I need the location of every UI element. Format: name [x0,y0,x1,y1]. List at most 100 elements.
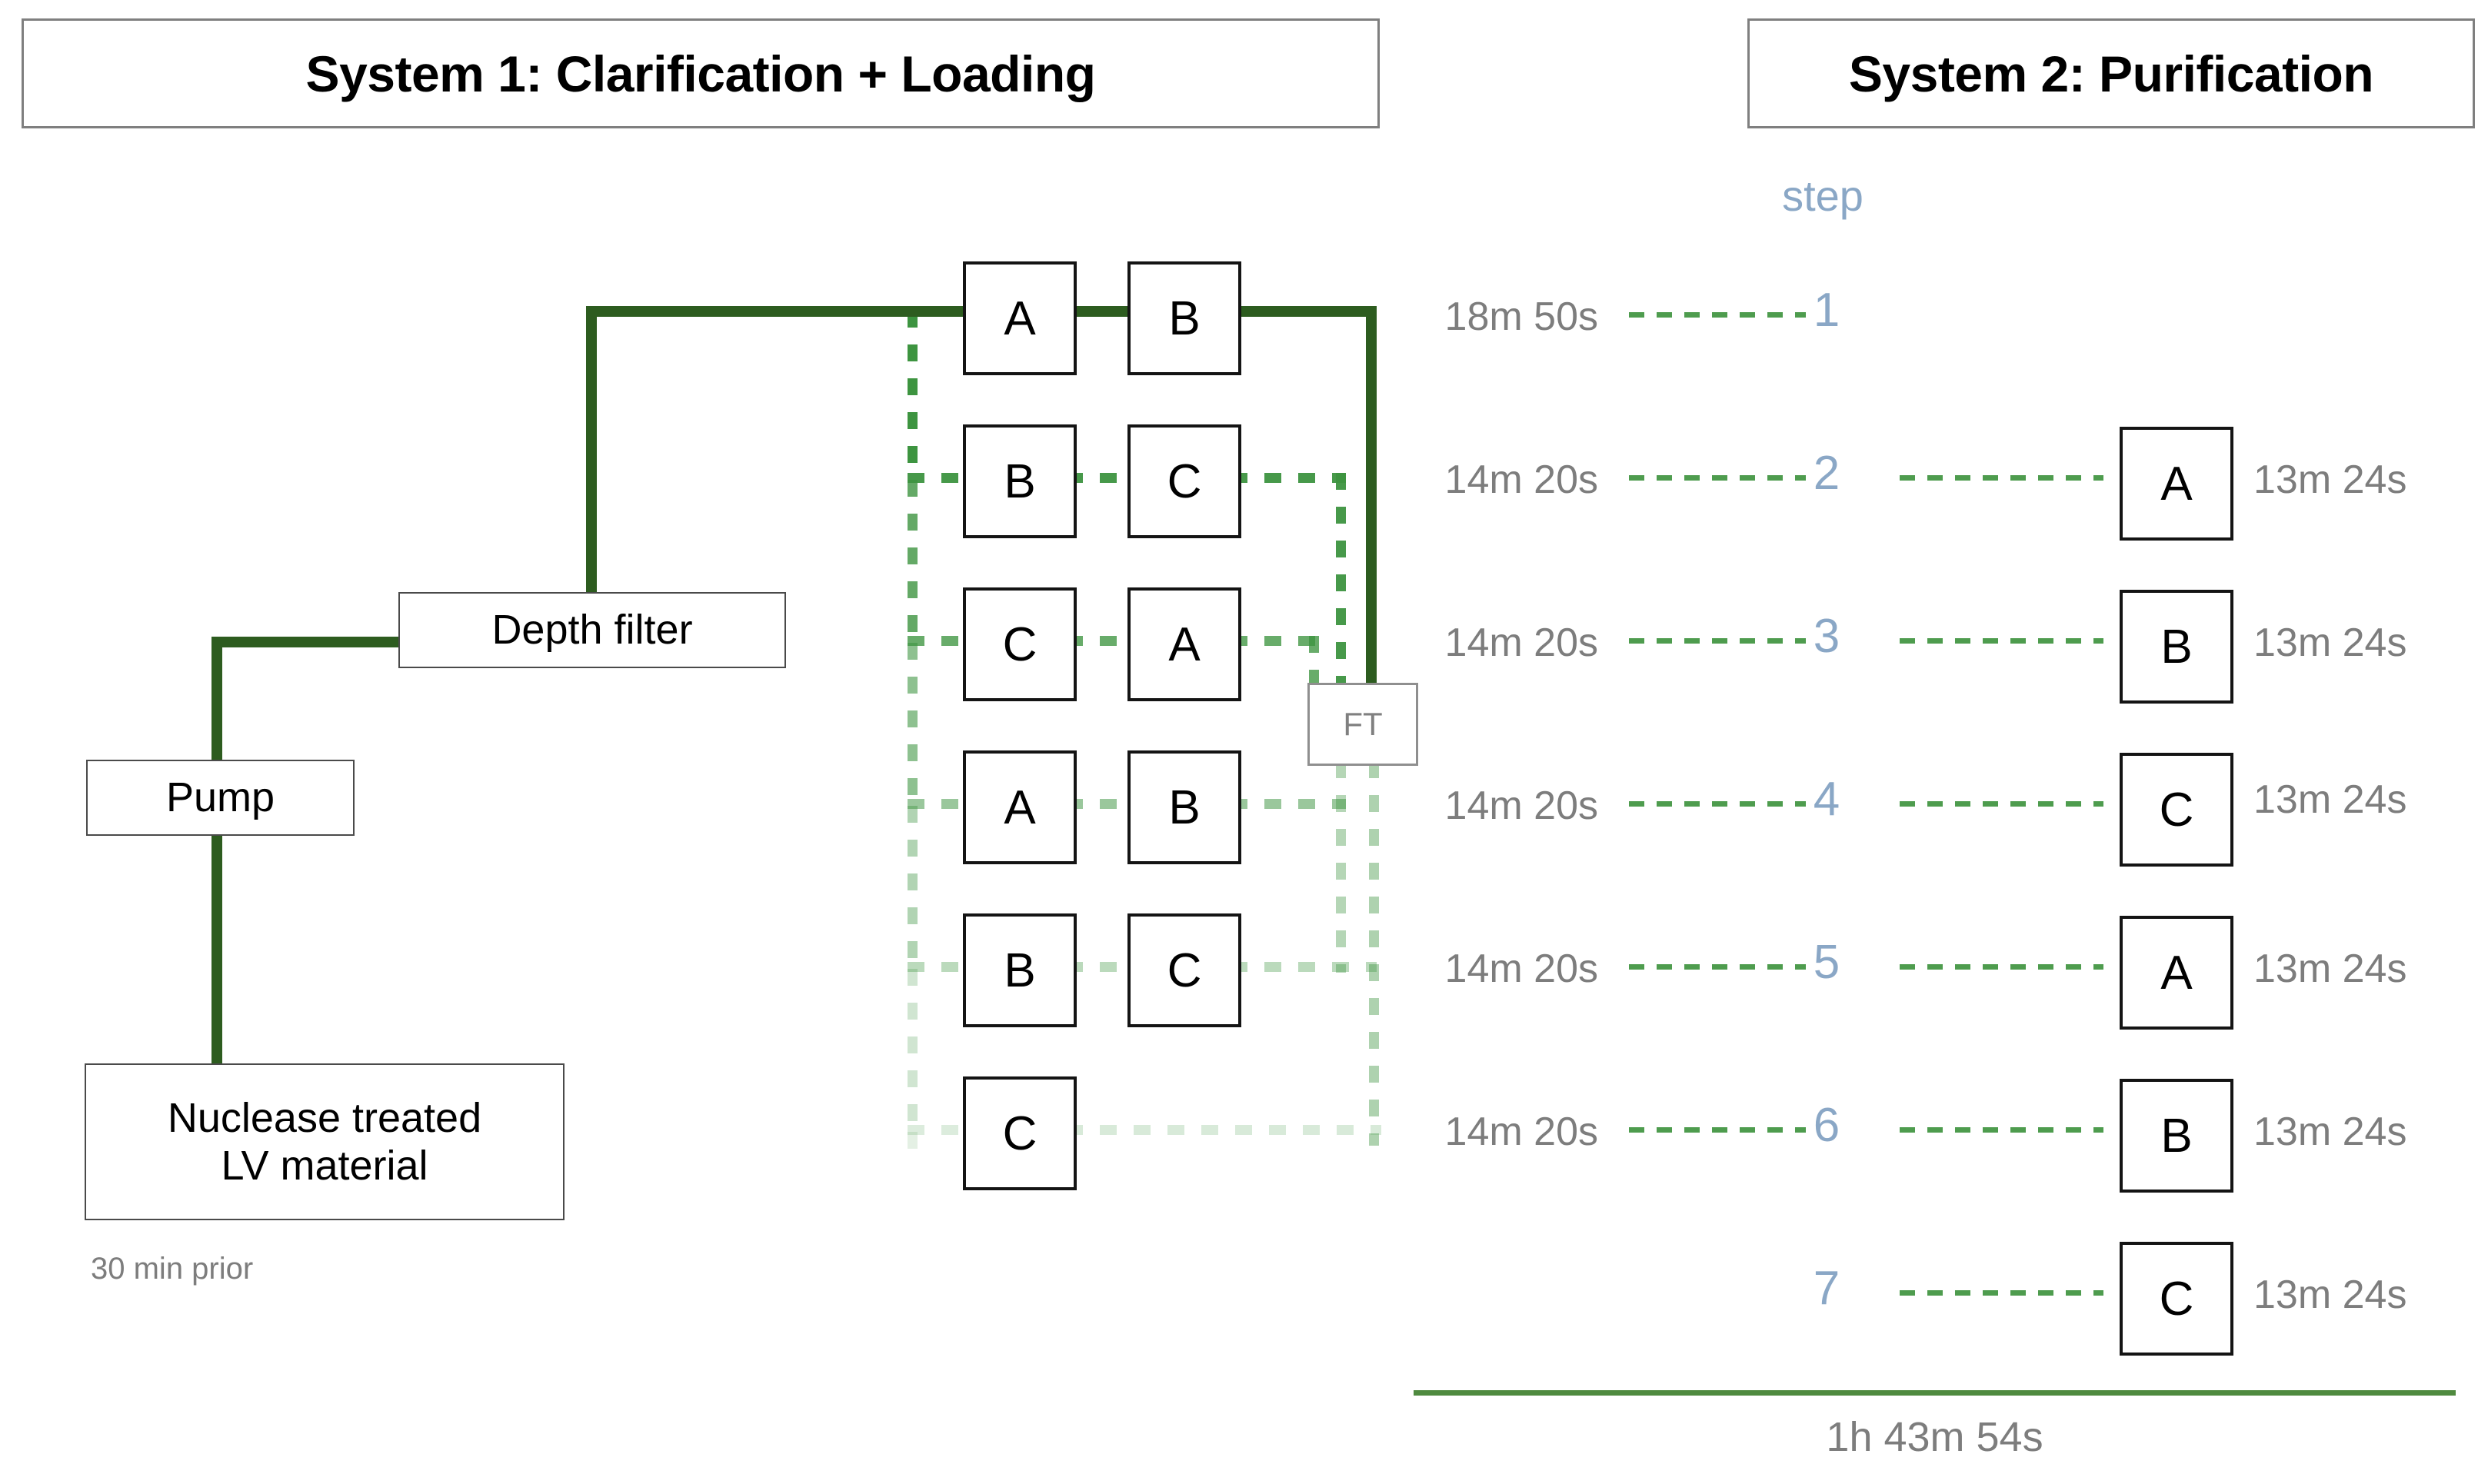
box-nuclease-material-label: Nuclease treated LV material [167,1094,482,1189]
purification-column-row7[interactable]: C [2120,1242,2233,1356]
box-nuclease-material[interactable]: Nuclease treated LV material [85,1063,565,1220]
flow-through-label: FT [1343,706,1383,742]
dash-step-column-row5 [1900,964,2103,970]
purification-column-label: A [2160,457,2193,511]
purification-column-label: C [2159,1272,2194,1326]
dotted-row6-left [908,1125,969,1135]
dotted-row4-mid [1066,799,1127,809]
dash-step-column-row2 [1900,475,2103,481]
dotted-row3-right [1231,636,1319,646]
dotted-row2-right [1231,473,1346,483]
dotted-row2-left [908,473,969,483]
column-box-label: C [1002,617,1037,671]
total-time-label: 1h 43m 54s [1826,1414,2043,1460]
dotted-row2-mid [1066,473,1127,483]
flow-through-box[interactable]: FT [1307,683,1418,766]
dash-load-step-row3 [1629,638,1806,644]
column-box-label: A [1004,780,1036,834]
dotted-row2-riser [1336,473,1346,688]
purify-time-row7: 13m 24s [2253,1273,2407,1317]
purification-column-row2[interactable]: A [2120,427,2233,541]
step-number-7: 7 [1813,1262,1840,1315]
dotted-trunk-seg1 [908,311,918,480]
box-depth-filter[interactable]: Depth filter [398,592,786,668]
dotted-trunk-seg5 [908,969,918,1132]
system-2-header: System 2: Purification [1747,18,2475,128]
dash-step-column-row7 [1900,1290,2103,1296]
dotted-row3-riser [1309,636,1319,690]
step-number-4: 4 [1813,773,1840,826]
dash-load-step-row4 [1629,801,1806,807]
step-number-5: 5 [1813,936,1840,989]
dotted-row5-right [1231,962,1377,972]
step-column-header: step [1782,171,1864,220]
column-box-r2-right[interactable]: C [1127,424,1241,538]
load-time-row4: 14m 20s [1444,784,1598,828]
column-box-r4-right[interactable]: B [1127,750,1241,864]
dotted-row6-right [1066,1125,1381,1135]
column-box-label: C [1002,1106,1037,1160]
purify-time-row5: 13m 24s [2253,947,2407,991]
dotted-row4-riser [1369,761,1379,1146]
dash-step-column-row6 [1900,1127,2103,1133]
column-box-r2-left[interactable]: B [963,424,1077,538]
column-box-r6-left[interactable]: C [963,1076,1077,1190]
pipe-pump-up [211,637,222,760]
column-box-r1-right[interactable]: B [1127,261,1241,375]
column-box-label: B [1168,291,1201,345]
dash-step-column-row3 [1900,638,2103,644]
step-number-6: 6 [1813,1099,1840,1152]
dotted-trunk-seg2 [908,480,918,643]
dash-load-step-row6 [1629,1127,1806,1133]
load-time-row5: 14m 20s [1444,947,1598,991]
box-pump-label: Pump [165,774,275,821]
dash-load-step-row1 [1629,312,1806,318]
box-pump[interactable]: Pump [86,760,355,836]
step-number-3: 3 [1813,610,1840,663]
load-time-row3: 14m 20s [1444,621,1598,665]
purification-column-row3[interactable]: B [2120,590,2233,704]
purification-column-label: A [2160,946,2193,1000]
purification-column-row5[interactable]: A [2120,916,2233,1030]
pipe-header-to-column-a [586,306,964,317]
column-box-label: A [1004,291,1036,345]
column-box-label: C [1167,943,1202,997]
dotted-row3-mid [1066,636,1127,646]
dotted-row3-left [908,636,969,646]
load-time-row6: 14m 20s [1444,1110,1598,1154]
purification-column-row6[interactable]: B [2120,1079,2233,1193]
pipe-material-to-pump [211,833,222,1063]
dotted-row5-mid [1066,962,1127,972]
purification-column-label: B [2160,620,2193,674]
column-box-r5-left[interactable]: B [963,913,1077,1027]
total-divider-rule [1414,1390,2456,1396]
step-number-2: 2 [1813,447,1840,500]
purification-column-row4[interactable]: C [2120,753,2233,867]
load-time-row1: 18m 50s [1444,294,1598,339]
column-box-label: B [1004,454,1036,508]
load-time-row2: 14m 20s [1444,458,1598,502]
prior-note-label: 30 min prior [91,1252,254,1286]
purify-time-row3: 13m 24s [2253,621,2407,665]
dash-load-step-row5 [1629,964,1806,970]
purification-column-label: C [2159,783,2194,837]
column-box-r5-right[interactable]: C [1127,913,1241,1027]
column-box-label: B [1168,780,1201,834]
column-box-label: B [1004,943,1036,997]
dotted-trunk-seg3 [908,643,918,806]
dotted-trunk-seg6 [908,1132,918,1155]
pipe-pump-to-depth-filter [211,637,400,647]
purify-time-row6: 13m 24s [2253,1110,2407,1154]
system-1-header: System 1: Clarification + Loading [22,18,1380,128]
column-box-r3-left[interactable]: C [963,587,1077,701]
column-box-label: A [1168,617,1201,671]
column-box-r3-right[interactable]: A [1127,587,1241,701]
purify-time-row2: 13m 24s [2253,458,2407,502]
dotted-row5-left [908,962,969,972]
box-depth-filter-label: Depth filter [491,607,693,654]
column-box-r4-left[interactable]: A [963,750,1077,864]
column-box-label: C [1167,454,1202,508]
column-box-r1-left[interactable]: A [963,261,1077,375]
dotted-row4-right [1231,799,1346,809]
